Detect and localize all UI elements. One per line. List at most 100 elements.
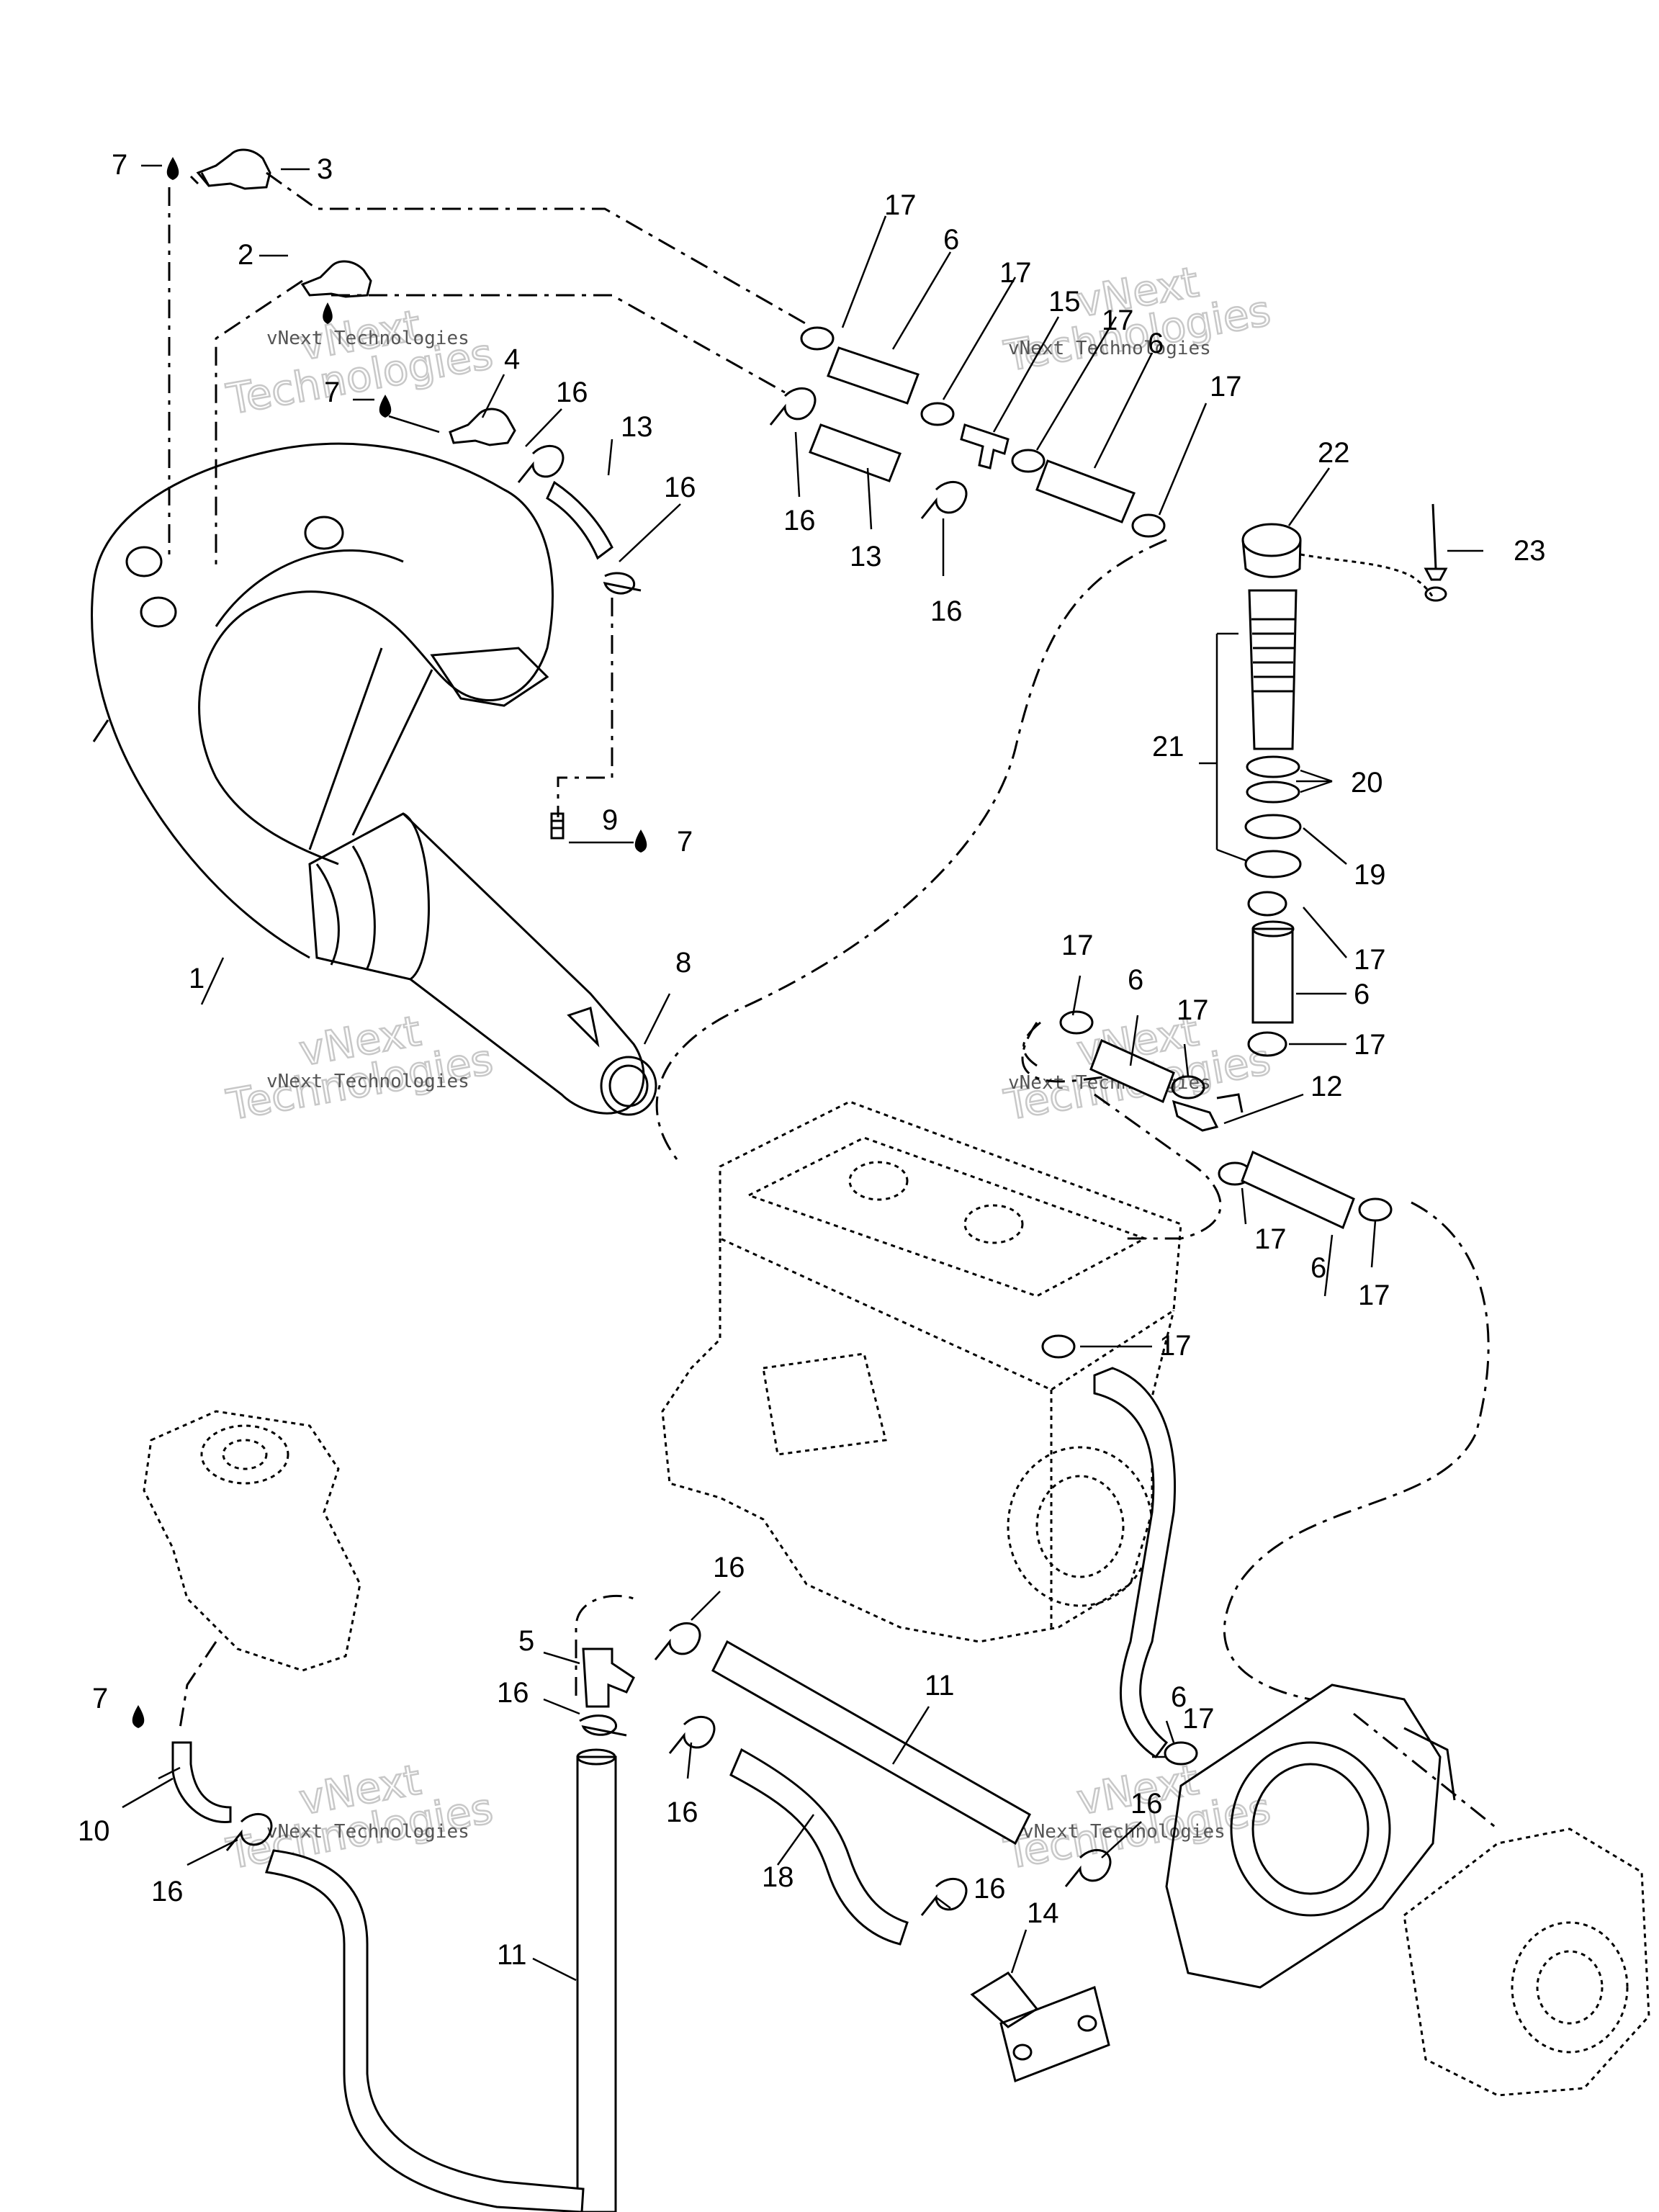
sealant-drop-icon — [634, 830, 647, 853]
lower-hoses — [171, 1640, 1110, 2212]
clamp-17 — [1247, 891, 1287, 917]
clamp-16 — [603, 572, 642, 595]
callout-label: 20 — [1351, 767, 1383, 799]
washer-19 — [1244, 814, 1302, 840]
mid-right-hoses — [1022, 1021, 1355, 1230]
tee-fitting-15 — [960, 423, 1010, 469]
route-line-3 — [266, 171, 807, 325]
callout-label: 17 — [1182, 1703, 1215, 1735]
watermark-text-2: vNext Technologies — [1008, 338, 1211, 359]
callout-label: 19 — [1354, 859, 1386, 891]
route-line-10 — [179, 1641, 217, 1729]
valve-top — [200, 1424, 289, 1485]
callout-label: 16 — [666, 1797, 698, 1828]
callout-label: 11 — [497, 1939, 527, 1971]
clamp-ring-2 — [351, 845, 376, 969]
callout-label: 9 — [602, 804, 618, 836]
callout-label: 17 — [1354, 1029, 1386, 1061]
hose-6-right — [1035, 459, 1136, 523]
callout-label: 17 — [1210, 371, 1242, 403]
callout-label: 2 — [238, 239, 253, 271]
hose-13-left — [546, 480, 613, 560]
leader-lines — [122, 164, 1483, 1982]
pump-housing-flange — [1165, 1683, 1442, 1989]
engine-spark-2 — [963, 1204, 1024, 1244]
plate-hole — [1077, 2015, 1097, 2032]
hose-11-vertical-top — [576, 1748, 616, 1766]
o-ring-20a — [1246, 755, 1300, 778]
engine-magneto-inner — [1035, 1475, 1125, 1578]
route-line-lower — [1223, 1201, 1490, 1701]
callout-label: 16 — [783, 505, 816, 536]
routing-lines — [168, 171, 1498, 1830]
rivet-23-head — [1424, 567, 1448, 581]
clamp-16 — [920, 480, 968, 519]
jet-pump-nozzle — [1511, 1921, 1629, 2054]
pump-intake-inner — [1251, 1763, 1370, 1895]
callout-label: 7 — [677, 826, 693, 858]
nipple-fitting-9 — [550, 812, 565, 840]
jet-pump-reference — [1165, 1683, 1650, 2097]
callout-label: 14 — [1027, 1897, 1059, 1929]
elbow-fitting-10 — [171, 1741, 232, 1823]
plate-14 — [999, 1985, 1110, 2083]
clamp-16 — [769, 387, 817, 426]
hose-6-upper — [827, 346, 920, 405]
exhaust-support-bar-2 — [351, 669, 433, 836]
callout-label: 16 — [1130, 1788, 1163, 1820]
callout-label: 15 — [1048, 286, 1081, 318]
rivet-23-pin — [1431, 503, 1437, 570]
callout-label: 6 — [1171, 1681, 1187, 1713]
upper-hoses — [546, 346, 1136, 560]
callout-label: 3 — [317, 153, 333, 185]
hose-6-vertical — [1251, 927, 1294, 1024]
callout-label: 10 — [78, 1815, 110, 1847]
watermark-text-3: vNext Technologies — [266, 1071, 469, 1092]
clamp-17 — [1011, 449, 1046, 473]
callout-label: 16 — [151, 1876, 184, 1907]
manifold-port-1 — [304, 516, 344, 550]
exhaust-outlet-8 — [600, 1056, 657, 1116]
watermark-text-1: vNext Technologies — [266, 328, 469, 349]
pump-intake-opening — [1230, 1741, 1391, 1917]
exhaust-outlet-inner — [608, 1064, 649, 1107]
callout-label: 5 — [518, 1625, 534, 1657]
elbow-fittings — [189, 148, 565, 840]
route-line-engine — [1094, 1093, 1222, 1240]
manifold-tab — [92, 719, 109, 742]
hose-11-vertical — [576, 1755, 617, 2212]
filler-neck-ribs — [1251, 618, 1295, 693]
hose-13-upper — [809, 423, 902, 482]
clamp-16 — [225, 1812, 273, 1851]
route-line-5 — [575, 1594, 634, 1696]
hose-6-right-lower — [1241, 1150, 1355, 1230]
callout-label: 6 — [1354, 979, 1370, 1010]
callout-label: 8 — [675, 947, 691, 979]
clamp-17 — [1041, 1334, 1076, 1359]
jet-pump-nozzle-inner — [1536, 1950, 1604, 2025]
callout-label: 1 — [189, 963, 204, 994]
route-line-12 — [1021, 1022, 1138, 1083]
callout-label: 16 — [930, 595, 963, 627]
hose-11-diagonal — [711, 1640, 1031, 1845]
clamp-16 — [654, 1622, 701, 1660]
callout-label: 17 — [884, 189, 917, 221]
clamp-17 — [800, 326, 835, 351]
exhaust-pipe-part-1 — [91, 442, 657, 1116]
callout-label: 13 — [850, 541, 882, 572]
clamp-17 — [920, 402, 955, 426]
callout-label: 4 — [504, 343, 520, 375]
clamp-17 — [1247, 1031, 1287, 1057]
callout-label: 22 — [1318, 437, 1350, 469]
engine-spark-1 — [848, 1161, 909, 1201]
callout-label: 16 — [556, 377, 588, 408]
clamp-16 — [668, 1715, 716, 1754]
engine-side-detail — [762, 1352, 887, 1456]
engine-crankcase — [661, 1238, 1175, 1643]
fitting-14 — [970, 1972, 1039, 2028]
filler-neck-21 — [1248, 589, 1298, 750]
route-line-main — [655, 539, 1167, 1160]
callout-label: 17 — [1061, 930, 1094, 961]
callout-label: 16 — [713, 1552, 745, 1583]
